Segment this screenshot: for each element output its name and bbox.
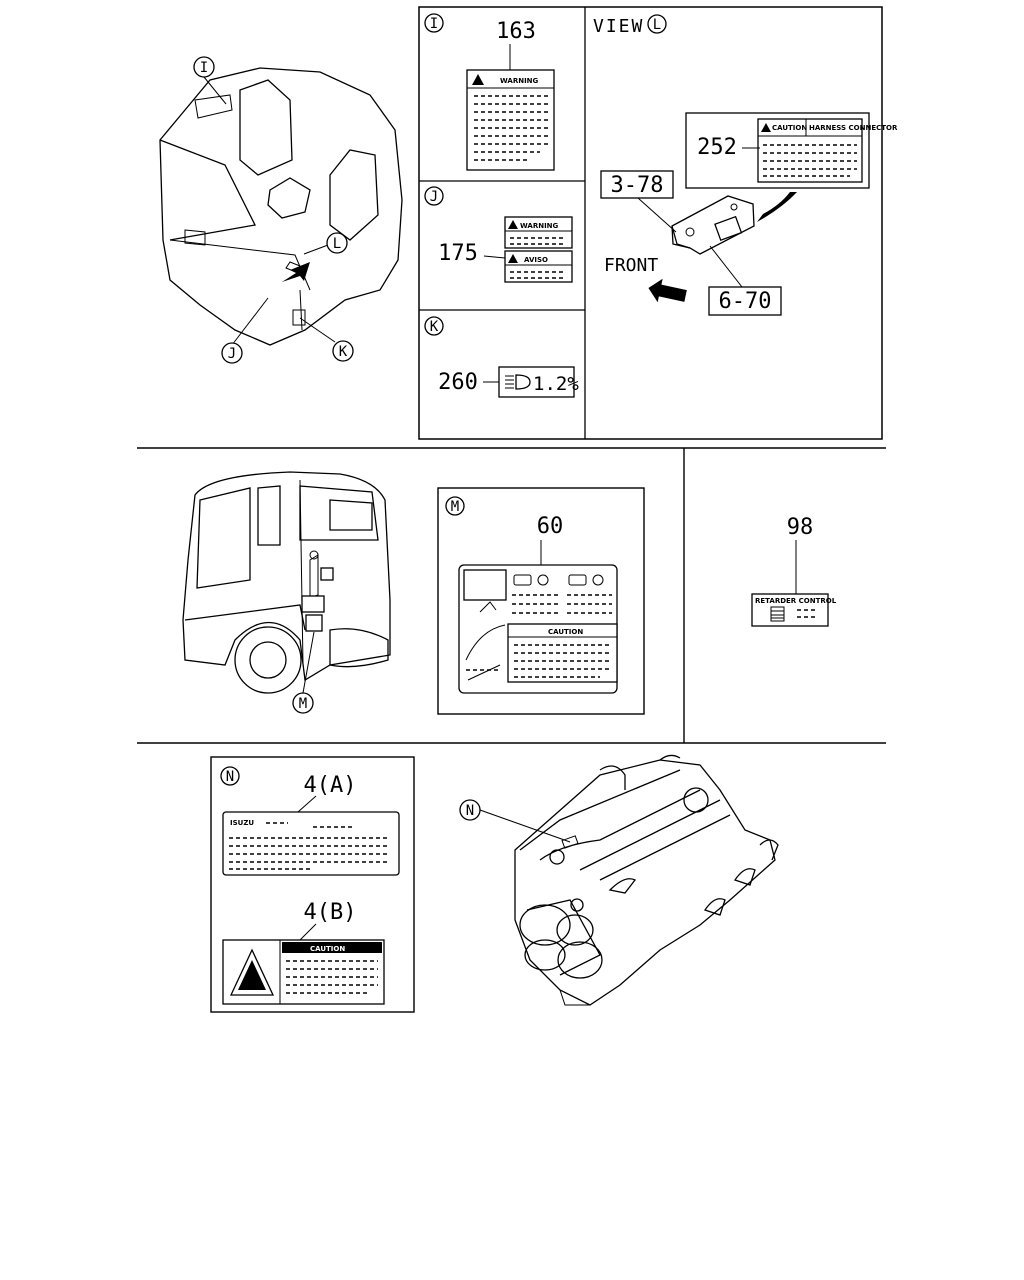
bracket-illustration (671, 195, 755, 255)
panel-i-letter: I (424, 13, 444, 33)
isuzu-label-4a: ISUZU (222, 811, 400, 876)
panel-k-letter: K (424, 316, 444, 336)
detail-panel-frame (418, 6, 883, 440)
svg-text:AVISO: AVISO (524, 256, 548, 264)
warning-triangle-icon (472, 74, 484, 85)
cab-interior-illustration (159, 67, 403, 346)
instruction-label-60: CAUTION (458, 564, 618, 694)
svg-text:WARNING: WARNING (500, 77, 539, 85)
section-dividers (137, 447, 886, 744)
svg-text:M: M (299, 696, 307, 712)
svg-text:CAUTION: CAUTION (310, 945, 345, 953)
warning-triangle-icon (761, 123, 771, 132)
part-number-252: 252 (697, 135, 737, 160)
svg-text:CAUTION: CAUTION (548, 628, 583, 636)
headlamp-icon (505, 374, 531, 390)
part-number-260: 260 (438, 370, 478, 395)
svg-text:K: K (430, 319, 439, 335)
curved-arrow-icon (757, 192, 797, 222)
svg-text:L: L (333, 236, 341, 252)
callout-n[interactable]: N (459, 799, 481, 821)
arrow-to-l-icon (282, 262, 310, 282)
part-number-3-78: 3-78 (611, 173, 664, 198)
svg-text:I: I (430, 16, 438, 32)
panel-k: K 260 1.2% (424, 316, 579, 398)
panel-98: 98 RETARDER CONTROL (751, 515, 837, 627)
retarder-control-label-98: RETARDER CONTROL (751, 593, 837, 627)
view-text: VIEW (593, 16, 644, 37)
panel-m: M 60 CAUTION (437, 487, 645, 715)
svg-text:N: N (466, 803, 474, 819)
part-number-4b: 4(B) (304, 900, 357, 925)
warning-label-175: WARNING AVISO (504, 216, 573, 283)
part-box-3-78 (600, 170, 674, 199)
svg-text:RETARDER CONTROL: RETARDER CONTROL (755, 597, 837, 605)
svg-text:1.2%: 1.2% (533, 373, 579, 395)
svg-text:L: L (653, 17, 661, 33)
warning-triangle-icon (508, 254, 518, 263)
panel-view-l: VIEW L CAUTION HARNESS CONNECTOR 252 (593, 14, 898, 316)
callout-j[interactable]: J (221, 342, 243, 364)
callout-i[interactable]: I (193, 56, 215, 78)
caution-label-252: CAUTION HARNESS CONNECTOR (685, 112, 898, 189)
svg-text:J: J (228, 346, 236, 362)
panel-j: J 175 WARNING AVISO (424, 186, 573, 283)
panel-n: N 4(A) ISUZU 4(B) CAUTION (210, 756, 415, 1013)
panel-n-letter: N (220, 766, 240, 786)
part-number-163: 163 (496, 19, 536, 44)
svg-text:J: J (430, 189, 438, 205)
front-text: FRONT (604, 255, 658, 276)
callout-k[interactable]: K (332, 340, 354, 362)
svg-text:M: M (451, 499, 459, 515)
part-number-98: 98 (787, 515, 814, 540)
part-box-6-70 (708, 286, 782, 316)
svg-text:K: K (339, 344, 348, 360)
warning-triangle-icon (508, 220, 518, 229)
warning-label-163: WARNING (466, 69, 555, 171)
svg-text:ISUZU: ISUZU (230, 819, 254, 827)
panel-i: I 163 WARNING (424, 13, 555, 171)
svg-text:WARNING: WARNING (520, 222, 559, 230)
svg-text:N: N (226, 769, 234, 785)
truck-exterior-illustration (182, 471, 391, 694)
svg-text:HARNESS CONNECTOR: HARNESS CONNECTOR (809, 124, 898, 132)
part-number-6-70: 6-70 (719, 289, 772, 314)
callout-m[interactable]: M (292, 692, 314, 714)
svg-text:I: I (200, 60, 208, 76)
engine-illustration (479, 754, 779, 1006)
caution-label-4b: CAUTION (222, 939, 385, 1005)
part-number-60: 60 (537, 514, 564, 539)
panel-j-letter: J (424, 186, 444, 206)
panel-m-letter: M (445, 496, 465, 516)
svg-text:CAUTION: CAUTION (772, 124, 807, 132)
panel-view-l-letter: L (647, 14, 667, 34)
part-number-4a: 4(A) (304, 773, 357, 798)
callout-l[interactable]: L (326, 232, 348, 254)
headlamp-level-label-260: 1.2% (498, 366, 579, 398)
part-number-175: 175 (438, 241, 478, 266)
front-arrow-icon (648, 278, 687, 303)
